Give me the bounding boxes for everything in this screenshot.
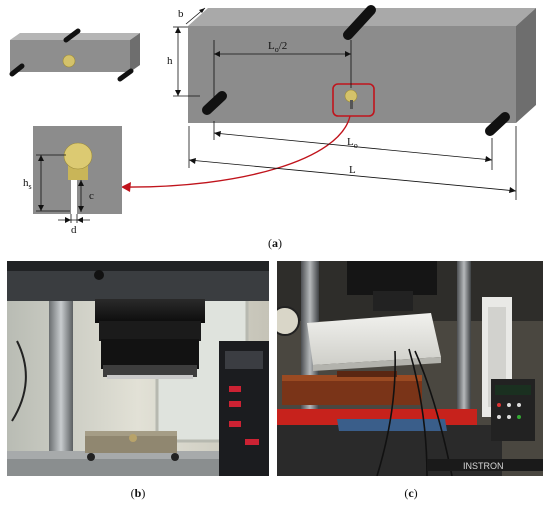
large-beam-drawing [188,5,536,136]
caption-c: (c) [404,486,418,500]
panel-a-schematic: b h Lo/2 Lo L hs c d [9,5,536,235]
notch-highlight-box [332,83,375,117]
label-h: h [167,55,173,67]
notch-detail-inset [33,126,122,223]
label-b: b [178,8,184,20]
label-d: d [71,224,77,235]
caption-b: (b) [130,486,146,500]
label-half-span: Lo/2 [268,40,287,54]
instron-brand-label: INSTRON [463,461,504,471]
label-c: c [89,190,94,202]
photo-c-illustration: INSTRON [277,261,543,476]
photo-panel-c: INSTRON [277,261,543,476]
label-span: Lo [347,136,358,150]
label-length: L [349,164,356,176]
photo-b-illustration [7,261,269,476]
label-notch-height: hs [23,177,32,191]
photo-panel-b [7,261,269,476]
detail-arrow [123,115,351,188]
caption-a: (a) [268,236,282,250]
small-beam-drawing [9,28,140,82]
